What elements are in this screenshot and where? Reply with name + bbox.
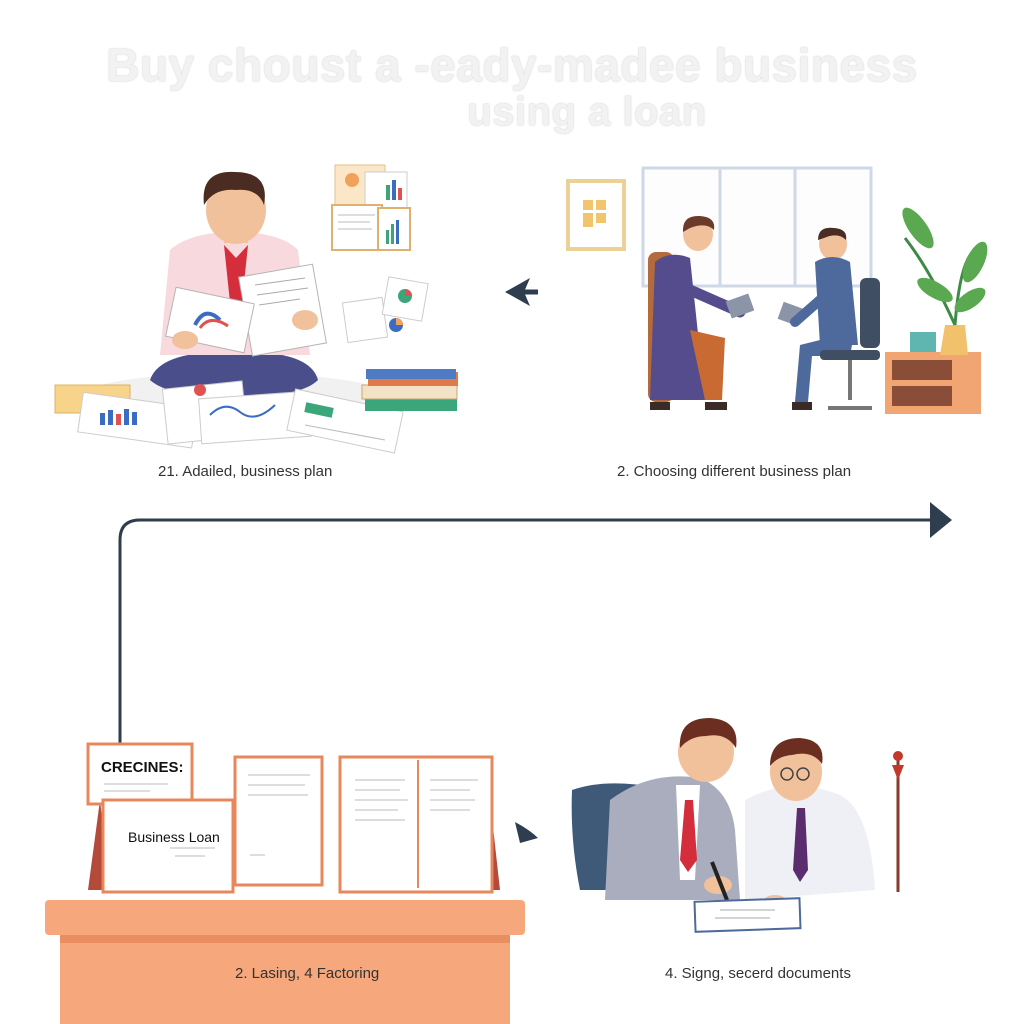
step1-caption: 21. Adailed, business plan (158, 463, 333, 480)
floor-documents-icon (77, 380, 404, 454)
sign-crecines-text: CRECINES: (101, 759, 184, 776)
sign-business-loan-text: Business Loan (128, 829, 220, 845)
book-stack-icon (361, 369, 458, 411)
step4-illustration (571, 718, 904, 933)
flow-connector-arrow (118, 502, 952, 745)
small-curved-arrow-icon (515, 822, 538, 843)
diagram-title-line1: Buy choust a -eady-madee business (106, 39, 918, 91)
step4-caption: 4. Signg, secerd documents (665, 965, 851, 982)
step2-caption: 2. Choosing different business plan (617, 463, 852, 480)
step3-illustration: CRECINES: Business Loan (45, 742, 525, 1024)
step3-caption: 2. Lasing, 4 Factoring (235, 965, 380, 982)
stand-icon (892, 751, 904, 892)
plant-icon (885, 207, 988, 414)
wall-frame-icon (566, 179, 626, 251)
step2-illustration (566, 166, 988, 414)
left-arrow-icon (505, 278, 538, 306)
diagram-title-line2: using a loan (467, 90, 707, 134)
step1-illustration (54, 164, 458, 454)
floating-charts-icon (331, 164, 429, 344)
